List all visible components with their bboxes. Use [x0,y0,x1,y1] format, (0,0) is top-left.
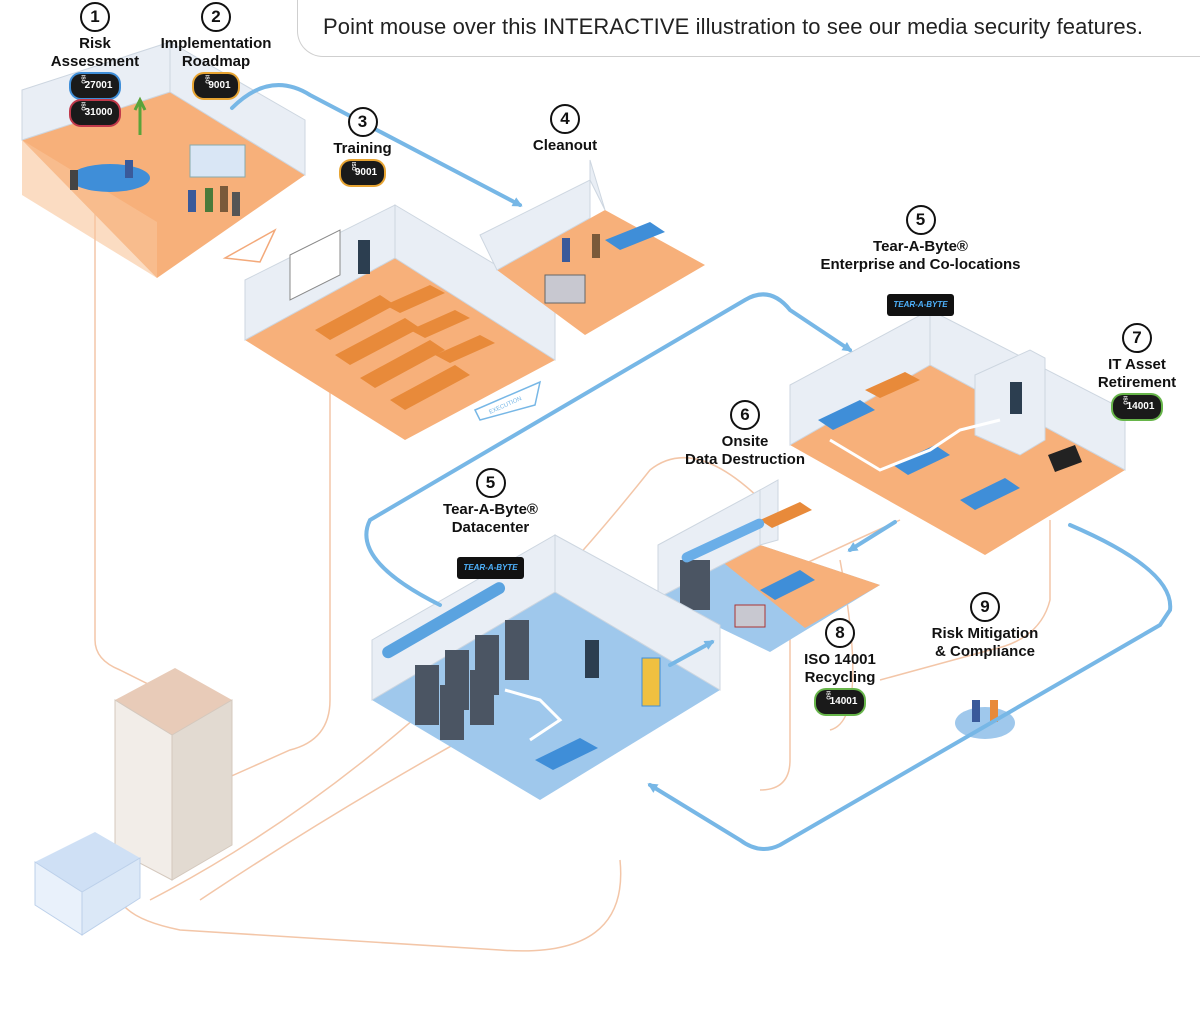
step-tab-enterprise[interactable]: 5 Tear-A-Byte®Enterprise and Co-location… [808,205,1033,316]
step-label: Cleanout [532,137,598,154]
step-number: 5 [475,468,506,498]
step-number: 1 [80,2,110,32]
room-enterprise[interactable] [789,309,1126,555]
risk-mitigation-platform [955,700,1015,739]
step-label: Risk Mitigation& Compliance [931,625,1039,660]
step-cleanout[interactable]: 4 Cleanout [520,104,610,155]
step-number: 5 [905,205,936,235]
iso-badge: 31000 [70,101,120,125]
process-flow-arrows [230,83,1173,851]
step-risk-mitigation[interactable]: 9 Risk Mitigation& Compliance [915,592,1055,661]
iso-badge: 27001 [70,74,120,98]
room-onsite-destruction[interactable] [657,479,880,652]
step-label: Tear-A-Byte®Datacenter [443,501,538,536]
step-number: 8 [825,618,855,648]
tear-a-byte-logo: TEAR-A-BYTE [887,294,954,316]
step-number: 3 [347,107,378,137]
step-number: 6 [730,400,760,430]
iso-badge: 9001 [340,161,385,185]
step-number: 9 [970,592,1000,622]
tear-a-byte-logo: TEAR-A-BYTE [457,557,524,579]
step-number: 2 [201,2,231,32]
iso-badge: 9001 [194,74,238,98]
step-label: Tear-A-Byte®Enterprise and Co-locations [820,238,1021,273]
step-tab-datacenter[interactable]: 5 Tear-A-Byte®Datacenter TEAR-A-BYTE [428,468,553,579]
instruction-text: Point mouse over this INTERACTIVE illust… [323,14,1144,39]
instruction-banner: Point mouse over this INTERACTIVE illust… [297,0,1200,57]
warehouse-building [34,832,141,936]
step-number: 4 [550,104,580,134]
step-label: Training [333,140,392,157]
iso-badge: 14001 [1112,395,1162,419]
step-training[interactable]: 3 Training 9001 [320,107,405,185]
room-datacenter[interactable] [371,534,721,800]
step-number: 7 [1122,323,1152,353]
room-training[interactable]: EXECUTION [222,204,556,440]
room-cleanout[interactable] [479,159,705,335]
office-tower [114,668,233,881]
iso-badge: 14001 [815,690,865,714]
